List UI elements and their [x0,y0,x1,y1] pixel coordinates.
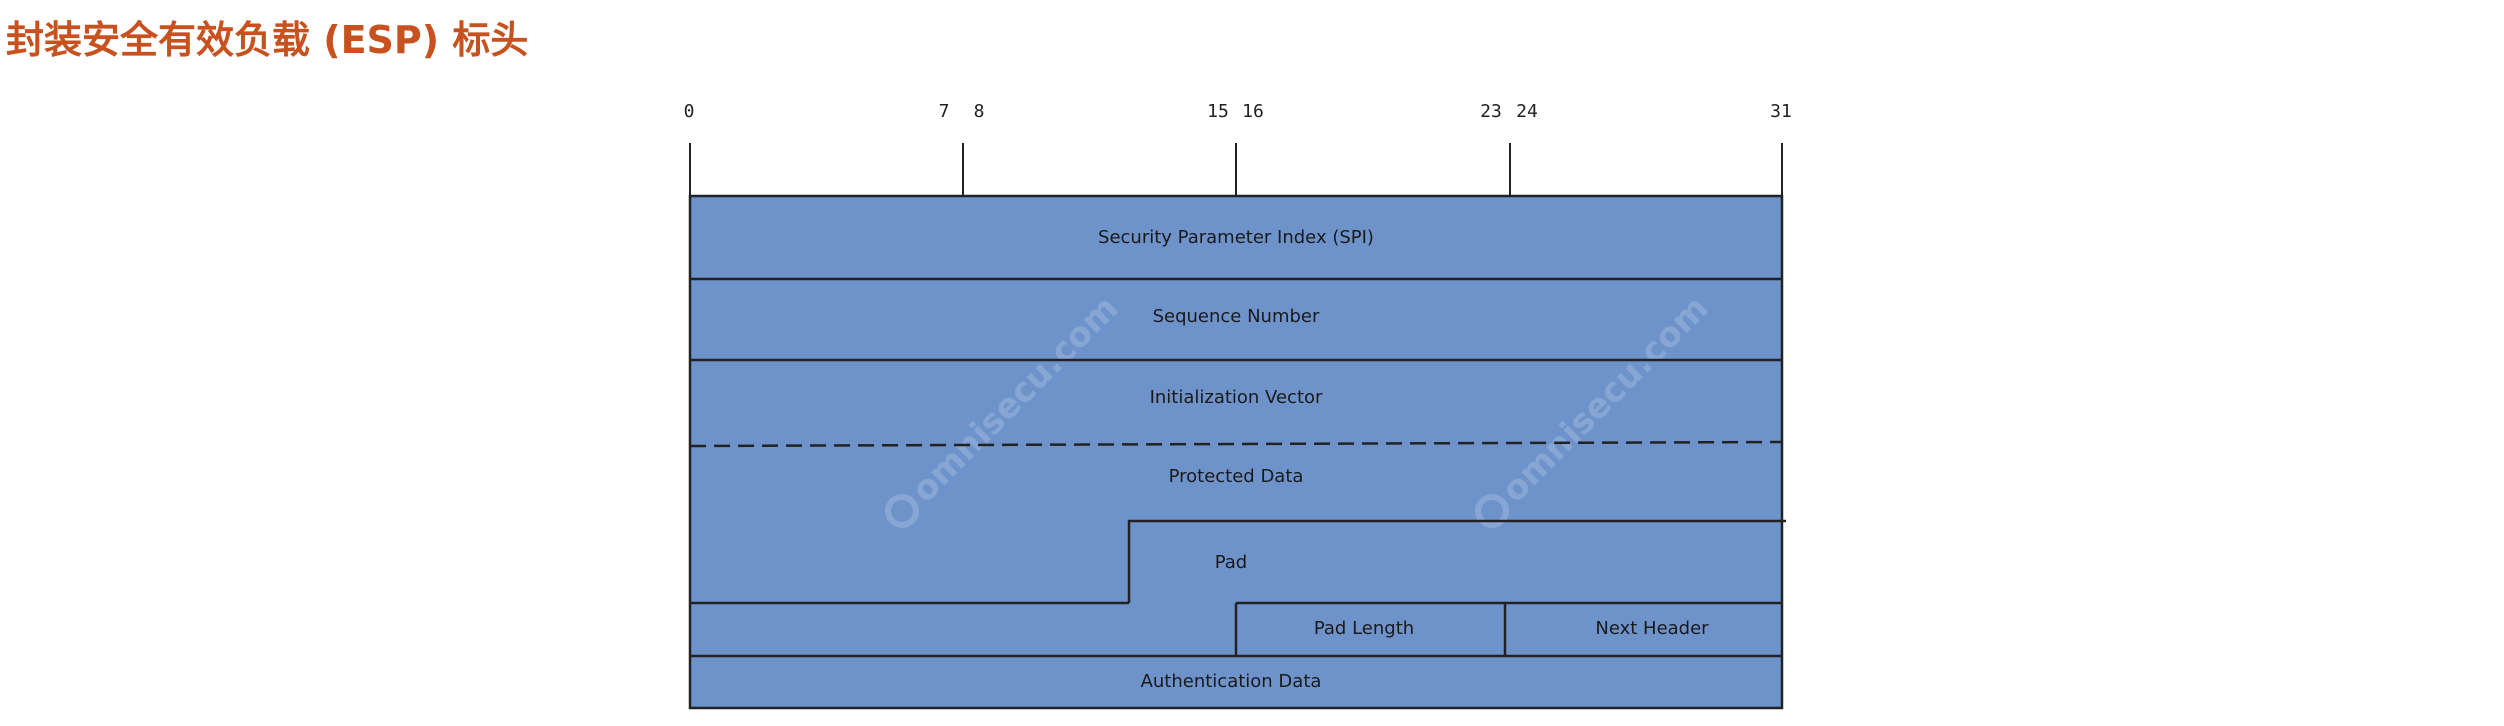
row-dividers [689,277,1786,658]
bit-label-24: 24 [1516,101,1538,122]
divider-pad-top [1127,519,1786,603]
bit-label-8: 8 [974,101,985,122]
field-pad-length: Pad Length [1314,618,1414,639]
bit-label-15: 15 [1207,101,1229,122]
page-title: 封装安全有效负载 (ESP) 标头 [6,18,529,62]
field-spi: Security Parameter Index (SPI) [1098,227,1374,248]
field-protected-data: Protected Data [1169,466,1304,487]
bit-label-16: 16 [1242,101,1264,122]
field-authentication-data: Authentication Data [1141,671,1322,692]
field-pad: Pad [1215,552,1248,573]
bit-label-0: 0 [684,101,695,122]
bit-ruler [689,143,1783,196]
bit-label-23: 23 [1480,101,1502,122]
field-next-header: Next Header [1595,618,1709,639]
divider-iv-data [689,440,1783,448]
field-sequence-number: Sequence Number [1153,306,1320,327]
bit-label-31: 31 [1770,101,1792,122]
bit-label-7: 7 [939,101,950,122]
watermark-key-icon [885,494,920,529]
field-initialization-vector: Initialization Vector [1150,387,1323,408]
